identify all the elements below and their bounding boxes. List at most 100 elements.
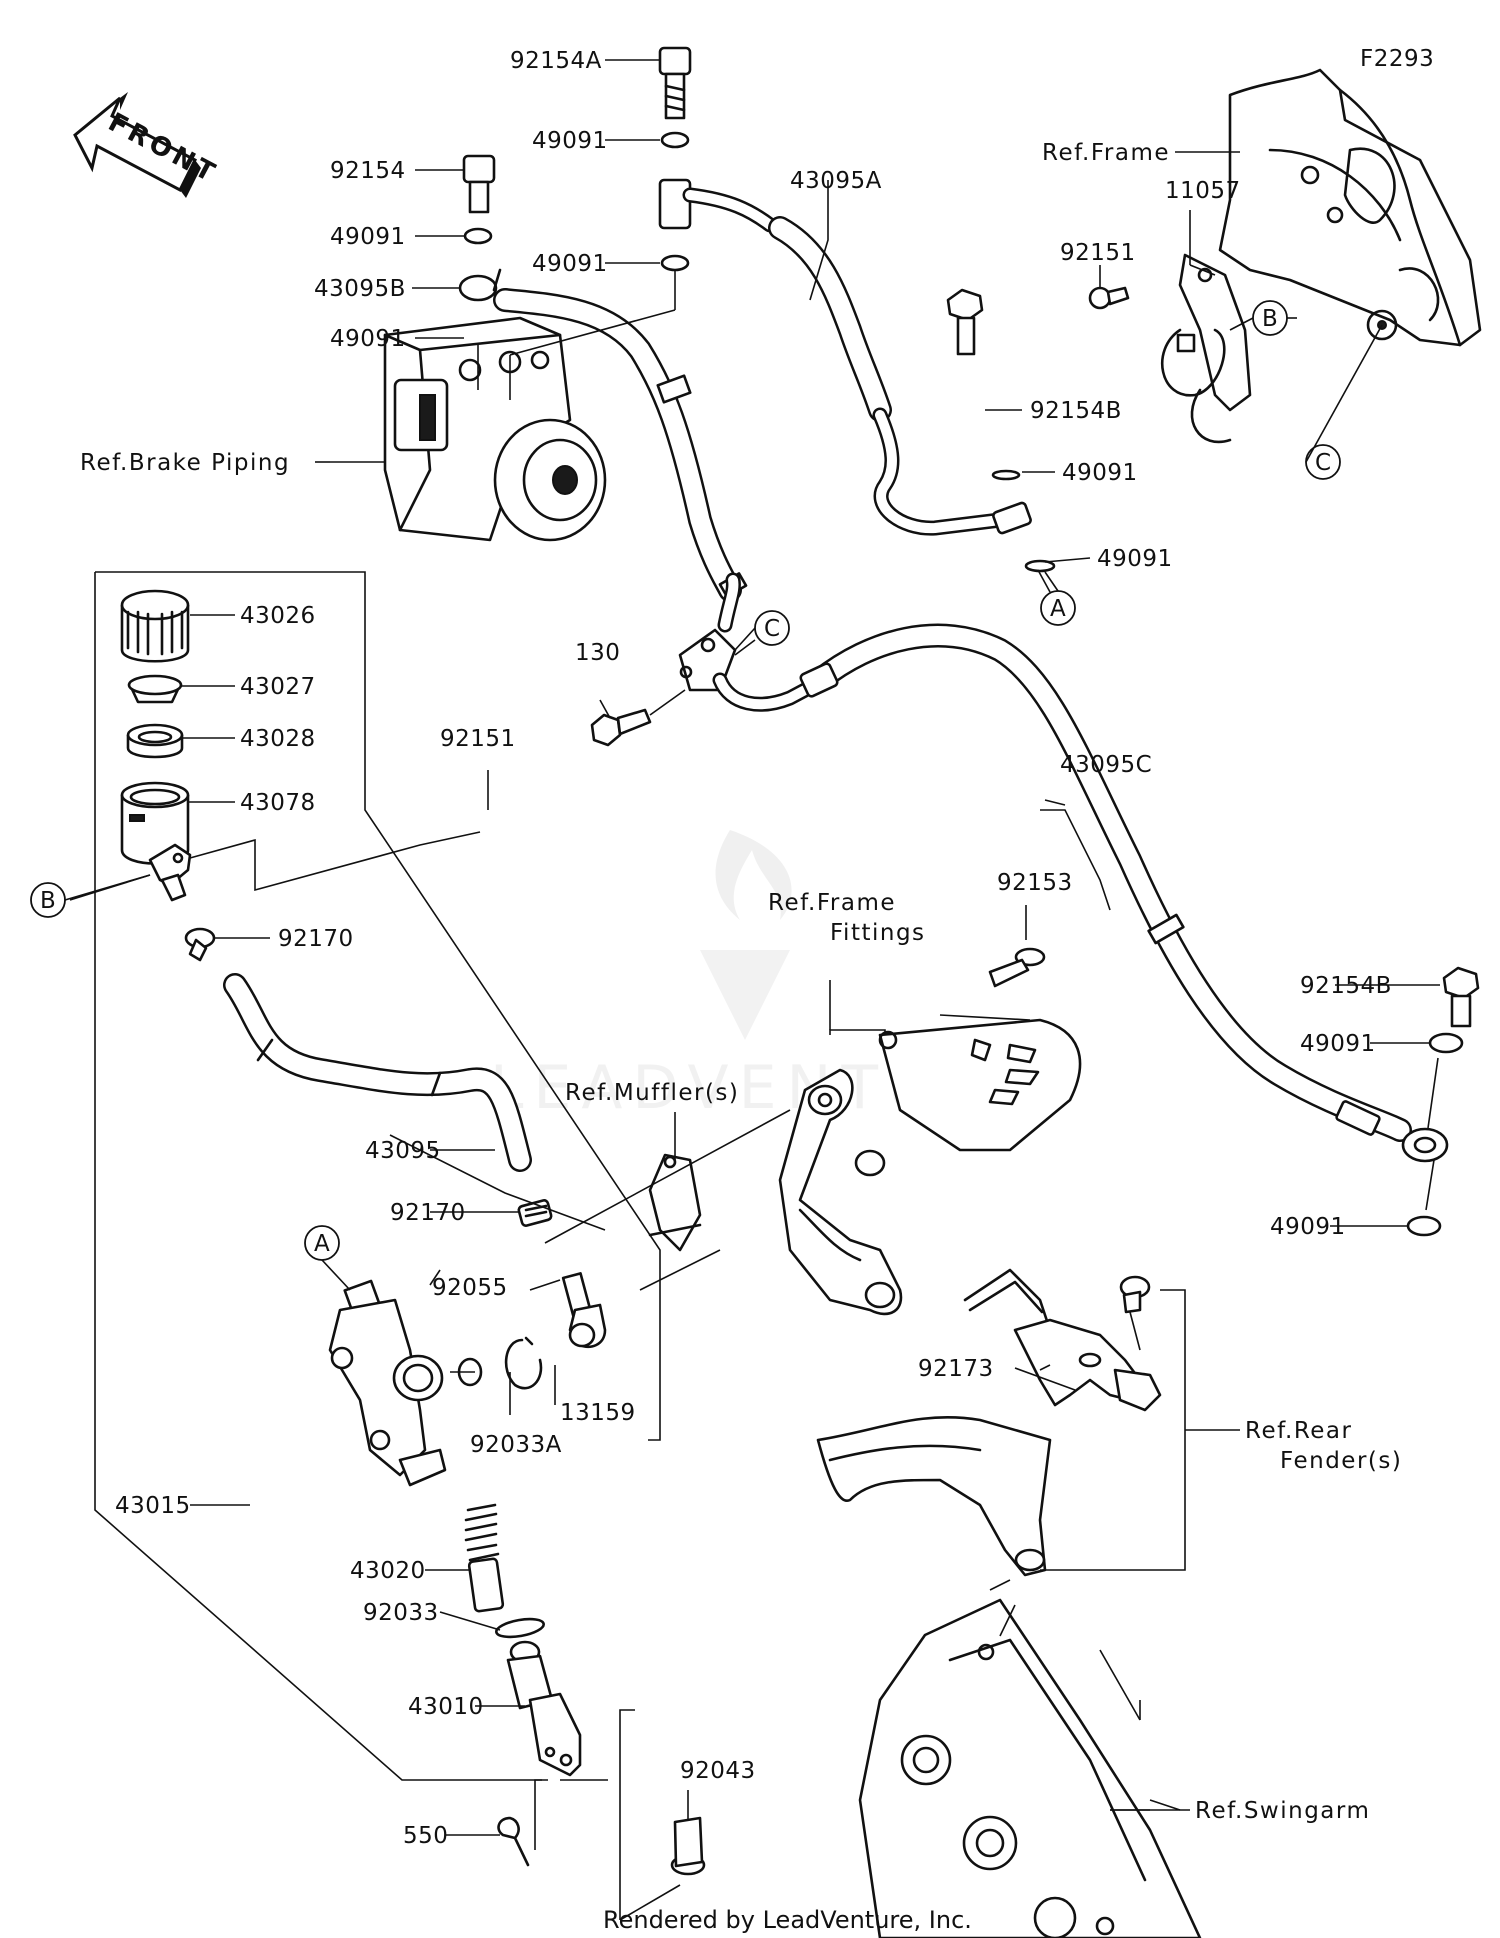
brake-hose-43095C [712, 623, 1449, 1163]
label-92154A: 92154A [510, 48, 602, 74]
footrest-bracket [778, 1068, 903, 1316]
hose-clamp-92170-upper [184, 927, 216, 962]
reservoir-cap-43026 [120, 589, 190, 663]
svg-text:A: A [314, 1231, 330, 1257]
diagram-code: F2293 [1360, 46, 1434, 72]
ref-frame: Ref.Frame [1042, 140, 1170, 166]
label-92154: 92154 [330, 158, 406, 184]
bolt-130 [590, 708, 652, 747]
svg-text:B: B [1262, 306, 1278, 332]
circlip-92033A [504, 1336, 543, 1390]
callout-c-upper: C [1305, 444, 1341, 480]
label-92153: 92153 [997, 870, 1073, 896]
reservoir-43078 [120, 781, 192, 902]
label-92043: 92043 [680, 1758, 756, 1784]
banjo-bolt-92154B-upper [946, 288, 984, 356]
ref-rear-fender-line1: Ref.Rear [1245, 1418, 1352, 1444]
label-43095A: 43095A [790, 168, 882, 194]
washer-49091-h [1406, 1215, 1442, 1237]
label-92033: 92033 [363, 1600, 439, 1626]
leader-lines [181, 59, 1440, 1836]
reservoir-hose-43095 [223, 973, 532, 1172]
bolt-92151-bracket [1088, 286, 1130, 310]
svg-text:A: A [1050, 596, 1066, 622]
svg-text:C: C [1315, 450, 1332, 476]
banjo-bolt-92154 [462, 154, 496, 214]
push-rod-43010 [506, 1640, 582, 1777]
washer-49091-f [1024, 559, 1056, 573]
label-43095B: 43095B [314, 276, 406, 302]
bolt-92173 [1119, 1275, 1151, 1314]
label-49091-h: 49091 [1270, 1214, 1346, 1240]
footer-credit: Rendered by LeadVenture, Inc. [603, 1906, 972, 1934]
cotter-pin-550 [497, 1816, 530, 1867]
label-92033A: 92033A [470, 1432, 562, 1458]
label-92151-mid: 92151 [440, 726, 516, 752]
frame-section [1218, 68, 1482, 347]
muffler-bracket [648, 1153, 702, 1252]
callout-b-upper: B [1252, 300, 1288, 336]
label-49091-f: 49091 [1097, 546, 1173, 572]
ref-swingarm: Ref.Swingarm [1195, 1798, 1370, 1824]
callout-b-lower: B [30, 882, 66, 918]
callout-a-lower: A [304, 1225, 340, 1261]
label-92151-top: 92151 [1060, 240, 1136, 266]
label-43028: 43028 [240, 726, 316, 752]
label-49091-b: 49091 [532, 251, 608, 277]
label-92055: 92055 [432, 1275, 508, 1301]
master-cylinder-43015 [328, 1279, 447, 1487]
piston-spring-43020 [464, 1503, 505, 1613]
label-43095: 43095 [365, 1138, 441, 1164]
brake-hose-43095A [658, 178, 1032, 536]
diaphragm-43028 [126, 723, 184, 759]
label-43027: 43027 [240, 674, 316, 700]
label-11057: 11057 [1165, 178, 1241, 204]
bolt-92153 [988, 947, 1046, 988]
rear-fender [816, 1416, 1052, 1577]
label-130: 130 [575, 640, 620, 666]
label-92154B-lower: 92154B [1300, 973, 1392, 999]
label-49091-d: 49091 [330, 326, 406, 352]
label-92154B-upper: 92154B [1030, 398, 1122, 424]
rear-fender-bracket [963, 1268, 1162, 1412]
label-49091-e: 49091 [1062, 460, 1138, 486]
label-13159: 13159 [560, 1400, 636, 1426]
label-43015: 43015 [115, 1493, 191, 1519]
callout-a-upper: A [1040, 590, 1076, 626]
circlip-92033 [495, 1617, 545, 1639]
ref-rear-fender-line2: Fender(s) [1280, 1448, 1402, 1474]
label-92173: 92173 [918, 1356, 994, 1382]
bracket-11057 [1160, 253, 1252, 444]
group-boundary-lines [69, 571, 791, 1921]
banjo-bolt-92154A [658, 46, 692, 120]
svg-text:C: C [764, 616, 781, 642]
pin-92043 [670, 1816, 706, 1876]
ref-frame-fittings-line1: Ref.Frame [768, 890, 896, 916]
heel-guard [878, 1018, 1082, 1152]
ref-brake-piping: Ref.Brake Piping [80, 450, 290, 476]
washer-49091-a [660, 131, 690, 149]
washer-49091-b [660, 254, 690, 272]
junction-block [678, 572, 741, 692]
diaphragm-plate-43027 [127, 674, 183, 704]
swingarm [858, 1598, 1202, 1938]
ref-mufflers: Ref.Muffler(s) [565, 1080, 739, 1106]
label-550: 550 [403, 1823, 448, 1849]
banjo-bolt-92154B-lower [1442, 966, 1480, 1028]
label-43020: 43020 [350, 1558, 426, 1584]
label-49091-c: 49091 [330, 224, 406, 250]
washer-49091-e [991, 469, 1021, 481]
front-arrow-icon: FRONT [73, 92, 223, 198]
label-43010: 43010 [408, 1694, 484, 1720]
washer-49091-g [1428, 1032, 1464, 1054]
label-49091-g: 49091 [1300, 1031, 1376, 1057]
hose-joint-13159 [561, 1272, 607, 1349]
svg-text:B: B [40, 888, 56, 914]
label-49091-a: 49091 [532, 128, 608, 154]
callout-c-lower: C [754, 610, 790, 646]
label-92170-lower: 92170 [390, 1200, 466, 1226]
abs-unit [383, 316, 607, 542]
label-43078: 43078 [240, 790, 316, 816]
ref-frame-fittings-line2: Fittings [830, 920, 926, 946]
